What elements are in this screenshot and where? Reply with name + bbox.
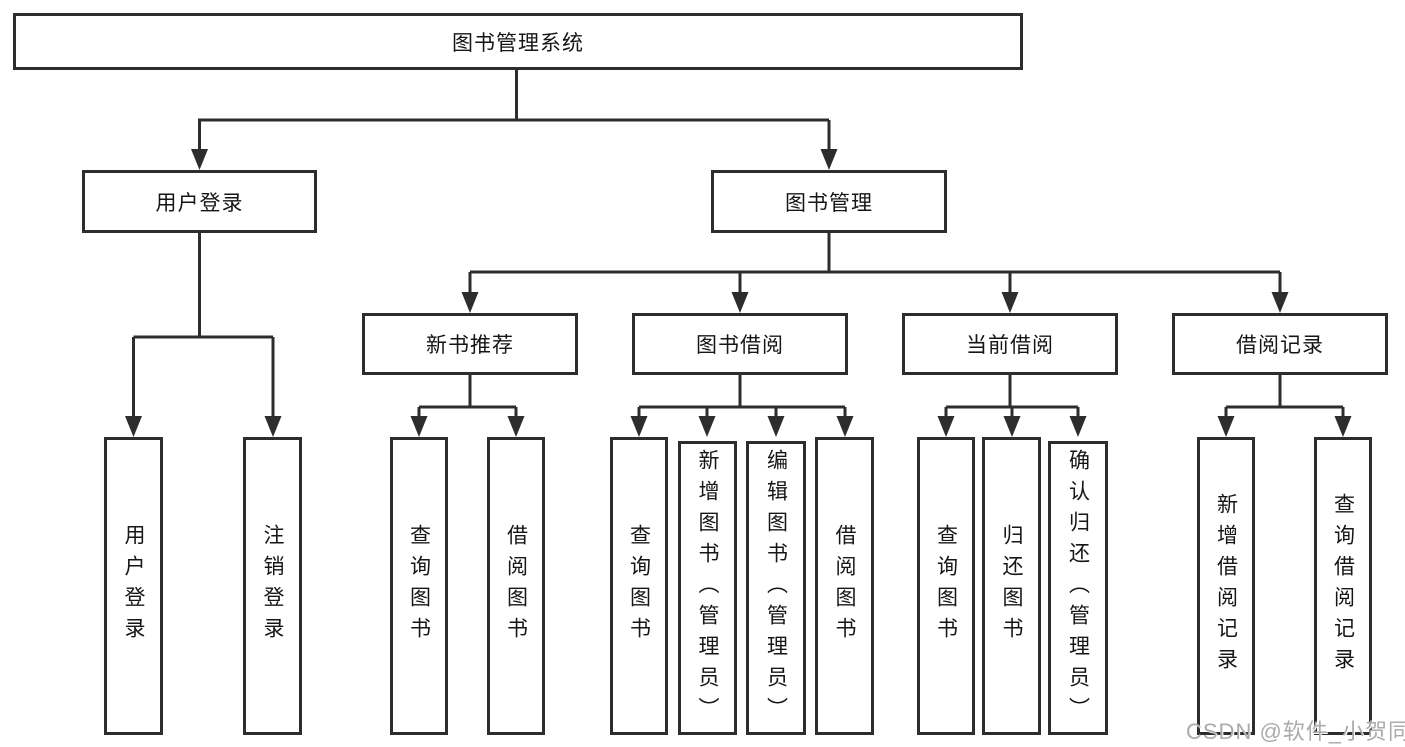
connector-borrowing-to-leaves xyxy=(637,375,847,421)
node-label: 当前借阅 xyxy=(966,334,1054,357)
connector-records-to-leaves xyxy=(1224,375,1345,421)
node-book-borrowing: 图书借阅 xyxy=(632,313,848,375)
connector-bookmgmt-to-level3 xyxy=(468,233,1282,297)
node-label: 新书推荐 xyxy=(426,334,514,357)
node-new-book-recommend: 新书推荐 xyxy=(362,313,578,375)
node-leaf-query-books-borrowing: 查询图书 xyxy=(610,437,668,735)
node-user-login: 用户登录 xyxy=(82,170,317,233)
node-leaf-query-books-recommend: 查询图书 xyxy=(390,437,448,735)
arrowhead xyxy=(937,416,955,437)
node-borrowing-records: 借阅记录 xyxy=(1172,313,1388,375)
node-leaf-query-borrow-record: 查询借阅记录 xyxy=(1314,437,1372,735)
arrowhead xyxy=(410,416,428,437)
node-leaf-edit-books-admin: 编辑图书（管理员） xyxy=(746,441,806,735)
connector-recommend-to-leaves xyxy=(417,375,518,421)
node-label: 图书管理 xyxy=(785,191,873,215)
node-label: 图书管理系统 xyxy=(452,31,584,55)
node-leaf-add-books-admin: 新增图书（管理员） xyxy=(678,441,737,735)
arrowhead xyxy=(191,149,208,170)
arrowhead xyxy=(1217,416,1235,437)
node-label: 编辑图书（管理员） xyxy=(764,448,788,728)
node-label: 确认归还（管理员） xyxy=(1066,448,1090,728)
node-label: 借阅图书 xyxy=(504,524,528,648)
arrowhead xyxy=(767,416,785,437)
node-root-system: 图书管理系统 xyxy=(13,13,1023,70)
node-label: 新增借阅记录 xyxy=(1214,493,1238,679)
node-label: 用户登录 xyxy=(122,524,145,648)
node-leaf-query-books-current: 查询图书 xyxy=(917,437,975,735)
arrowhead xyxy=(698,416,716,437)
connector-current-to-leaves xyxy=(944,375,1080,421)
csdn-watermark: CSDN @软件_小贺同学 xyxy=(1186,719,1405,744)
node-label: 用户登录 xyxy=(155,191,244,215)
node-label: 查询图书 xyxy=(627,524,651,648)
node-leaf-confirm-return-admin: 确认归还（管理员） xyxy=(1048,441,1108,735)
node-label: 图书借阅 xyxy=(696,334,784,357)
arrowhead xyxy=(630,416,648,437)
node-leaf-add-borrow-record: 新增借阅记录 xyxy=(1197,437,1255,735)
arrowhead xyxy=(1069,416,1087,437)
arrowhead xyxy=(1271,292,1289,313)
connector-userlogin-to-leaves xyxy=(132,233,275,421)
node-book-management: 图书管理 xyxy=(711,170,947,233)
connector-root-to-level2 xyxy=(198,70,831,154)
arrowhead xyxy=(820,149,838,170)
arrowhead xyxy=(1334,416,1352,437)
node-label: 注销登录 xyxy=(261,524,284,648)
node-label: 查询图书 xyxy=(407,524,431,648)
arrowhead xyxy=(264,416,282,437)
arrowhead xyxy=(1001,292,1019,313)
arrowhead xyxy=(836,416,854,437)
arrowhead xyxy=(461,292,479,313)
node-label: 归还图书 xyxy=(1000,524,1023,648)
arrowhead xyxy=(731,292,749,313)
node-leaf-user-login: 用户登录 xyxy=(104,437,163,735)
node-leaf-borrow-books-borrowing: 借阅图书 xyxy=(815,437,874,735)
node-leaf-logout: 注销登录 xyxy=(243,437,302,735)
arrowhead xyxy=(1003,416,1021,437)
node-label: 借阅记录 xyxy=(1236,334,1324,357)
arrowhead xyxy=(507,416,525,437)
node-label: 借阅图书 xyxy=(833,524,856,648)
arrowhead xyxy=(125,416,142,437)
node-label: 新增图书（管理员） xyxy=(696,448,719,728)
node-current-borrowing: 当前借阅 xyxy=(902,313,1118,375)
node-leaf-return-books: 归还图书 xyxy=(982,437,1041,735)
node-label: 查询借阅记录 xyxy=(1331,493,1355,679)
node-label: 查询图书 xyxy=(934,524,958,648)
node-leaf-borrow-books-recommend: 借阅图书 xyxy=(487,437,545,735)
